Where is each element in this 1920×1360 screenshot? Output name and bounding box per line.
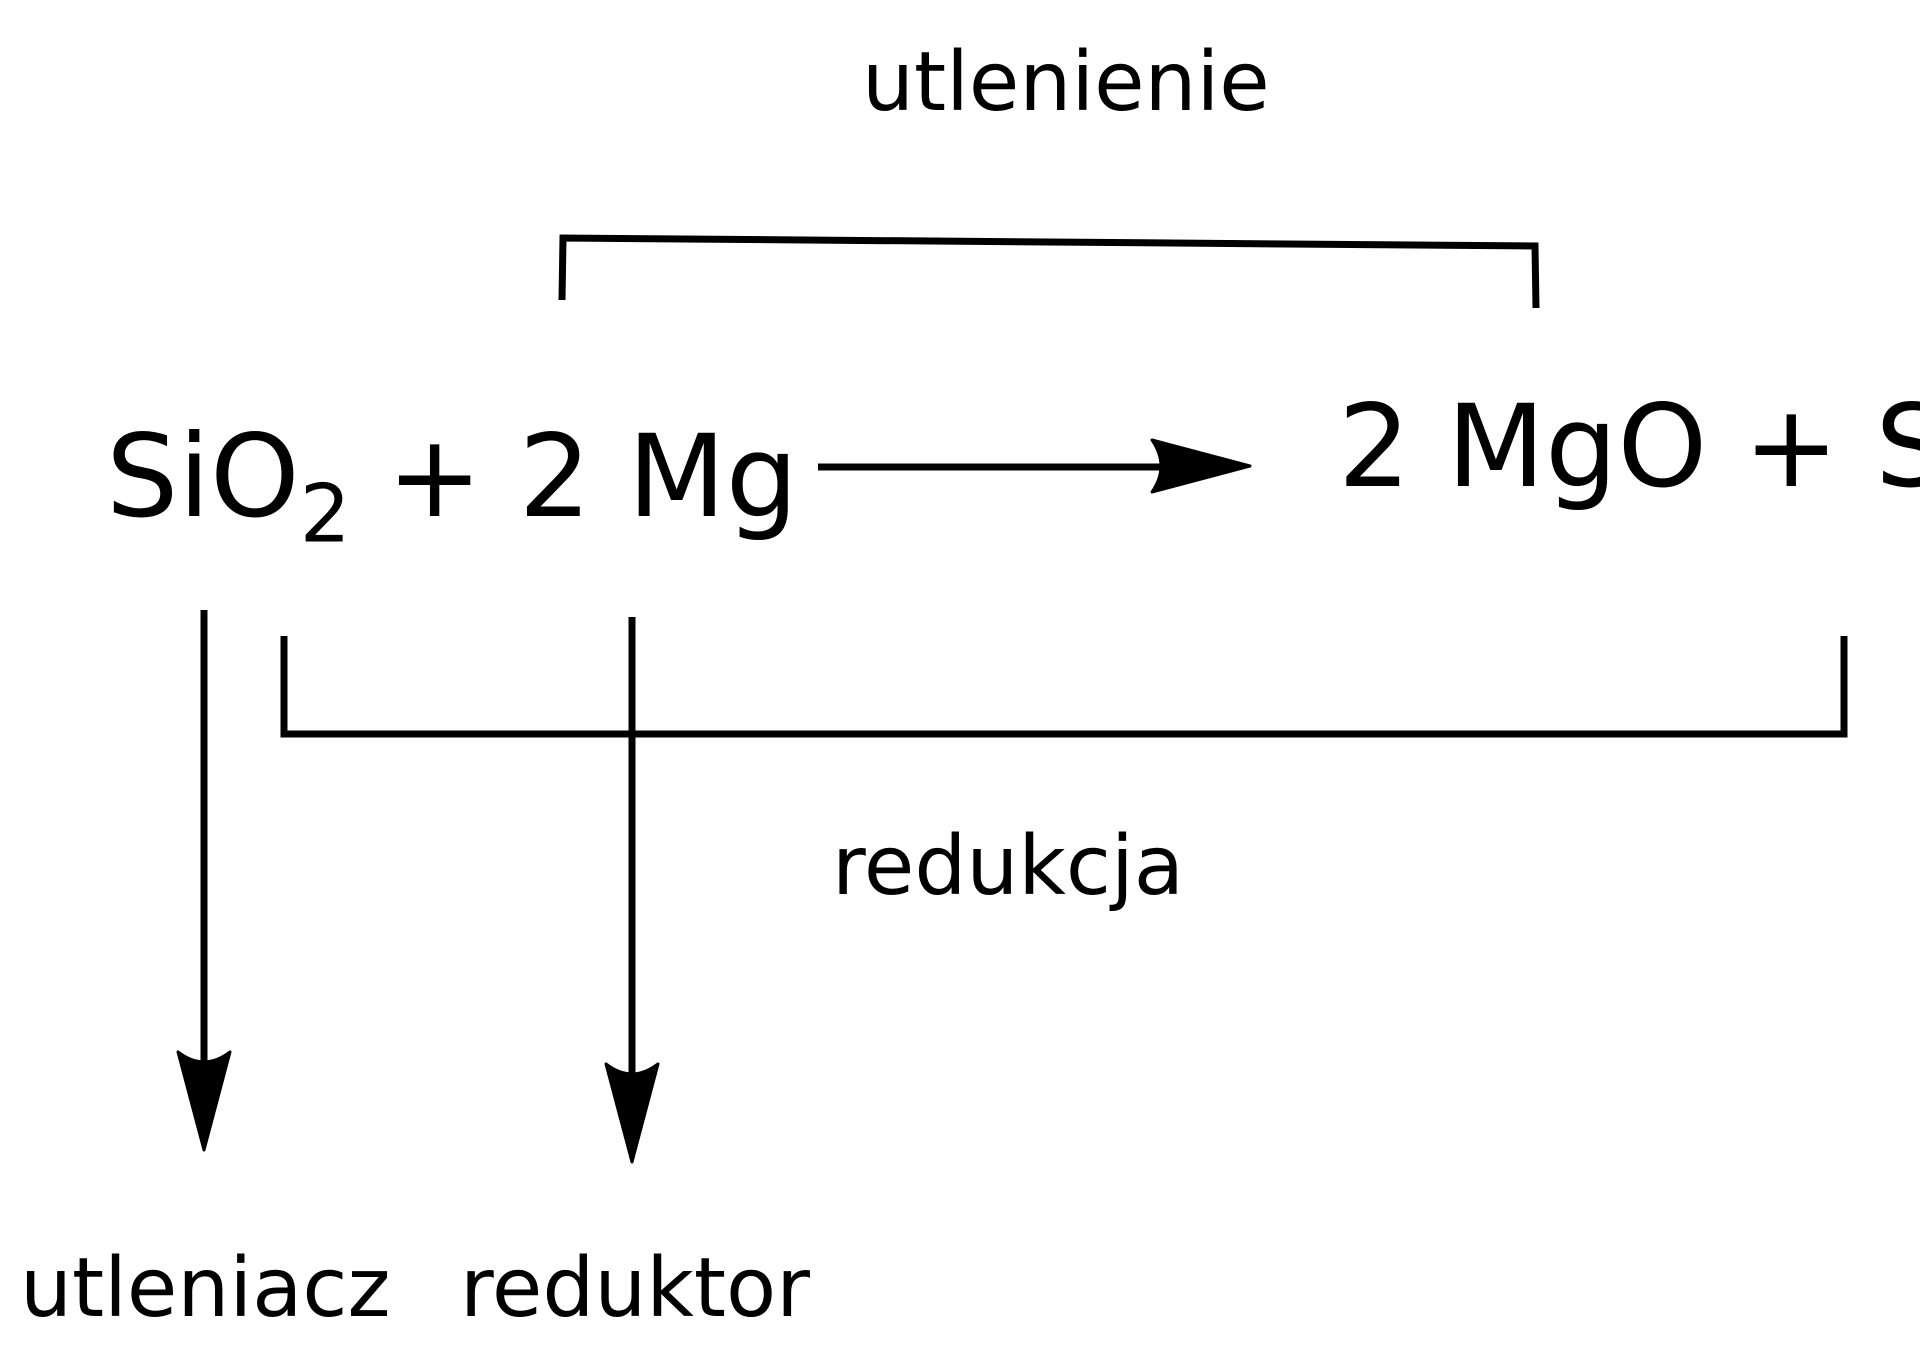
oxidation-label: utlenienie: [862, 35, 1270, 130]
reactant-sio2: SiO: [106, 410, 300, 543]
reactants-rest: + 2 Mg: [350, 410, 799, 543]
reaction-arrow-head: [1150, 438, 1252, 494]
reduction-bracket: [280, 636, 1848, 738]
reactant-sio2-subscript: 2: [299, 467, 351, 561]
oxidizing-agent-label: utleniacz: [20, 1241, 391, 1336]
oxidation-bracket: [558, 234, 1540, 309]
products: 2 MgO + Si: [1338, 380, 1920, 513]
oxidizing-agent-arrow-head: [176, 1050, 232, 1152]
reducing-agent-arrow-head: [604, 1062, 660, 1164]
reduction-label: redukcja: [832, 819, 1184, 914]
reactants: SiO2 + 2 Mg: [106, 420, 798, 555]
reducing-agent-label: reduktor: [460, 1241, 810, 1336]
